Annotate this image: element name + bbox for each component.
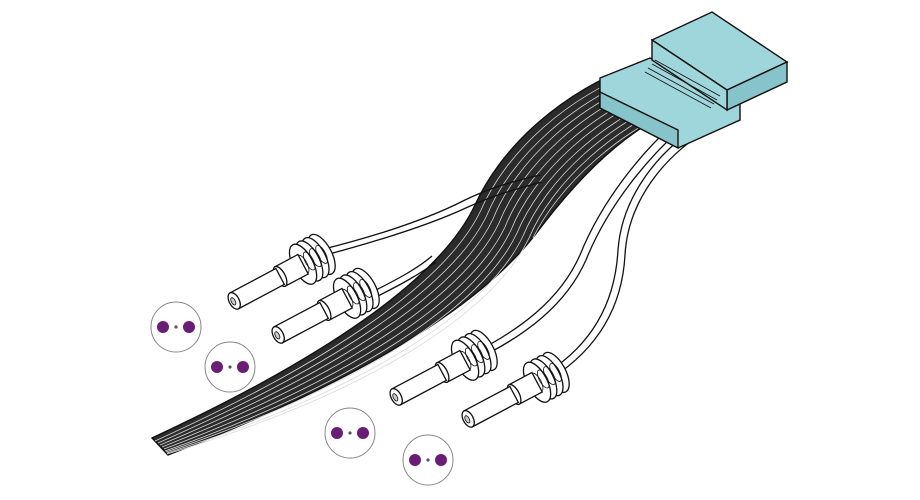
contact-3 [389,329,498,406]
wire-2 [371,255,433,293]
contact-4 [461,351,570,428]
connector-front-face [651,38,728,112]
dot-pair-indicator [324,407,376,459]
wire-3 [469,109,691,356]
contact-pins [227,233,570,428]
dot-pair-indicator [204,341,256,393]
wire-1 [319,174,541,251]
dot-pair-indicators [150,301,454,486]
ribbon-cable-body [150,57,723,456]
contact-2 [271,267,380,344]
cyan-multipin-connector [599,11,789,150]
wire-4 [547,124,701,373]
flat-ribbon-cable [150,57,723,456]
contact-1 [227,233,336,310]
ribbon-conductor-lines [154,61,713,455]
single-wires [319,109,707,379]
dot-pair-indicator [402,434,454,486]
dot-pair-indicator [150,301,202,353]
